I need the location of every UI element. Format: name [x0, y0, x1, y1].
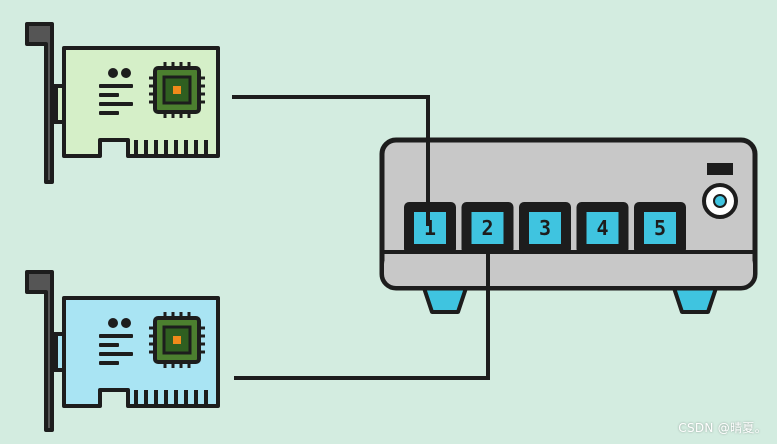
power-button-icon[interactable]	[704, 185, 736, 217]
port-label: 5	[654, 216, 666, 240]
port-label: 4	[596, 216, 608, 240]
card-bracket	[27, 272, 52, 430]
switch-port-4[interactable]: 4	[577, 202, 629, 254]
port-label: 3	[539, 216, 551, 240]
network-card-bottom	[27, 272, 218, 430]
card-bracket	[27, 24, 52, 182]
chip-icon	[149, 62, 205, 118]
network-card-top	[27, 24, 218, 182]
watermark-text: CSDN @晴夏。	[678, 419, 767, 436]
switch-port-2[interactable]: 2	[462, 202, 514, 254]
switch-port-5[interactable]: 5	[634, 202, 686, 254]
switch-base	[384, 252, 753, 286]
switch-foot-left	[424, 288, 466, 312]
port-label: 2	[481, 216, 493, 240]
chip-icon	[149, 312, 205, 368]
switch-port-3[interactable]: 3	[519, 202, 571, 254]
switch-indicator	[707, 163, 733, 175]
switch-foot-right	[674, 288, 716, 312]
